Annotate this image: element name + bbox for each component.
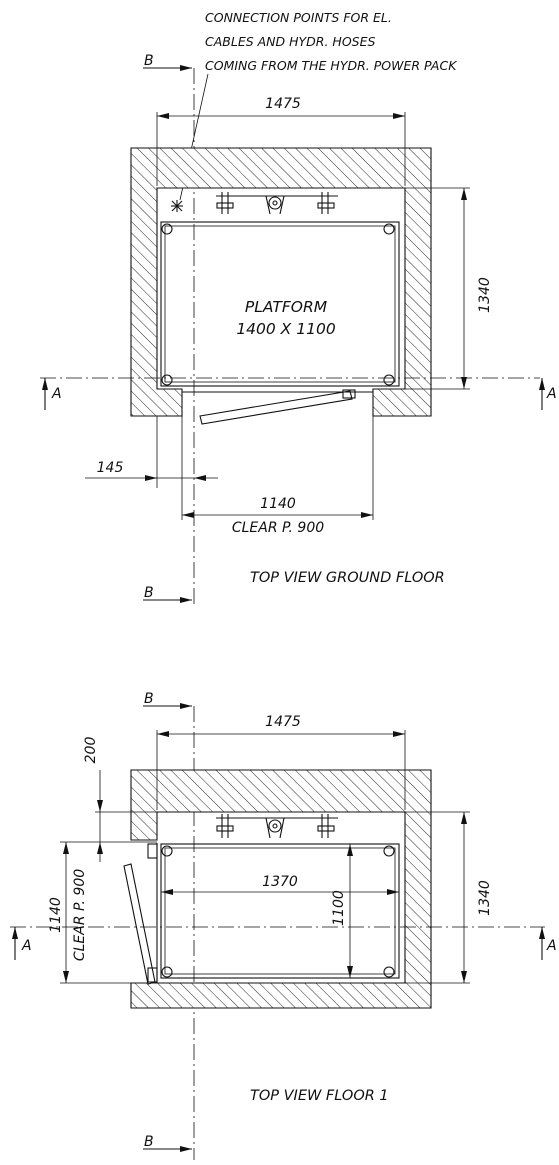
dim-offset-ground: 145 [85, 416, 218, 488]
platform-size: 1400 X 1100 [236, 320, 336, 338]
dim-door-text: 1140 [48, 897, 64, 933]
section-a-floor1: A A [10, 926, 557, 960]
dim-offset-text: 145 [97, 460, 124, 476]
door-floor1 [123, 843, 158, 985]
dim-width-floor1: 1475 [156, 714, 406, 810]
section-b-label: B [144, 53, 154, 69]
dim-width-text: 1475 [265, 714, 301, 730]
door-ground [182, 389, 373, 425]
dim-door-text: 1140 [260, 496, 296, 512]
note-line-3: COMING FROM THE HYDR. POWER PACK [205, 58, 458, 73]
floor-1-view: B [10, 691, 557, 1160]
shaft-walls-floor1 [130, 769, 432, 1009]
connection-note: CONNECTION POINTS FOR EL. CABLES AND HYD… [171, 10, 458, 212]
guide-rail-ground [216, 192, 338, 215]
dim-clear-text: CLEAR P. 900 [72, 869, 88, 961]
section-b-label: B [144, 1134, 154, 1150]
section-b-bottom-ground: B [143, 585, 192, 603]
dim-inner-depth-text: 1100 [331, 890, 347, 926]
dim-inner-depth-floor1: 1100 [331, 844, 353, 978]
dim-width-ground: 1475 [156, 96, 406, 186]
section-a-right: A [546, 386, 557, 402]
section-a-left: A [21, 938, 32, 954]
section-a-right: A [546, 938, 557, 954]
note-line-2: CABLES AND HYDR. HOSES [205, 34, 375, 49]
platform-label: PLATFORM [245, 298, 327, 316]
dim-inner-width-floor1: 1370 [161, 874, 399, 895]
dim-wall-floor1: 200 [60, 737, 157, 862]
floor-1-title: TOP VIEW FLOOR 1 [250, 1088, 389, 1104]
dim-inner-width-text: 1370 [262, 874, 298, 890]
section-b-label: B [144, 585, 154, 601]
dim-door-ground: 1140 CLEAR P. 900 [181, 416, 374, 536]
section-b-top-ground: B [143, 53, 192, 71]
ground-floor-title: TOP VIEW GROUND FLOOR [250, 570, 445, 586]
dim-depth-text: 1340 [477, 880, 493, 916]
section-b-label: B [144, 691, 154, 707]
dim-depth-text: 1340 [477, 277, 493, 313]
section-b-top-floor1: B [143, 691, 192, 709]
guide-rail-floor1 [216, 814, 338, 839]
dim-door-floor1: 1140 CLEAR P. 900 [48, 842, 131, 984]
platform-ground: PLATFORM 1400 X 1100 [160, 221, 400, 387]
dim-wall-text: 200 [83, 737, 99, 764]
note-line-1: CONNECTION POINTS FOR EL. [205, 10, 392, 25]
dim-depth-floor1: 1340 [405, 811, 493, 984]
section-b-bottom-floor1: B [143, 1134, 192, 1152]
connection-point-marker [171, 200, 183, 212]
section-a-left: A [51, 386, 62, 402]
platform-floor1 [160, 843, 400, 979]
dim-clear-text: CLEAR P. 900 [232, 520, 324, 536]
dim-depth-ground: 1340 [405, 187, 493, 390]
section-a-ground: A A [40, 377, 557, 410]
dim-width-text: 1475 [265, 96, 301, 112]
ground-floor-view: B P [40, 53, 557, 605]
